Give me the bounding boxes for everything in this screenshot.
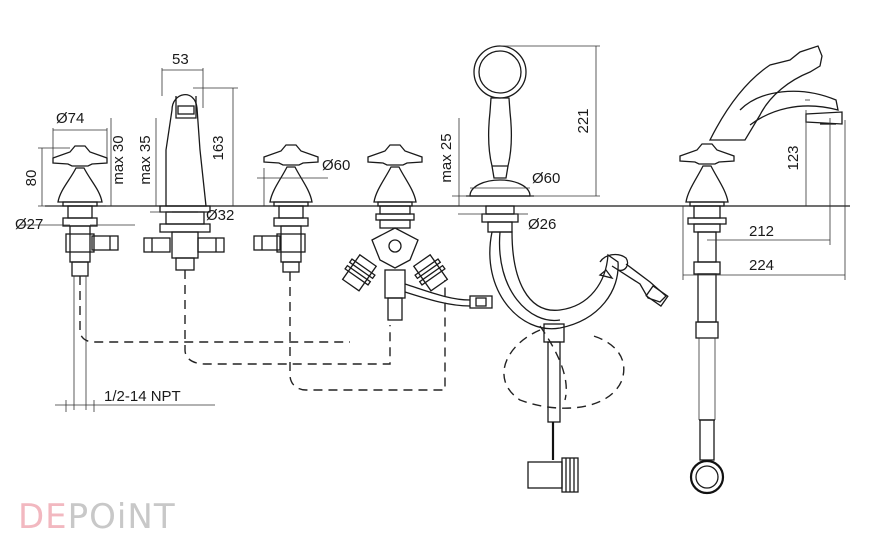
dim-80-label: 80 (23, 170, 40, 187)
dim-212-label: 212 (749, 223, 774, 240)
dim-d60-left-label: Ø60 (322, 157, 350, 174)
dim-d26-label: Ø26 (528, 216, 556, 233)
logo-part2: POiNT (68, 497, 176, 537)
depoint-logo: DEPOiNT (18, 497, 176, 537)
right-side-view-valve-with-spout (679, 45, 843, 495)
logo-part1: DE (18, 497, 68, 537)
hand-shower (466, 45, 669, 423)
supply-lines-dashed (79, 270, 625, 409)
dim-max25-label: max 25 (438, 133, 455, 182)
dim-123-label: 123 (785, 145, 802, 170)
dim-53-label: 53 (172, 51, 189, 68)
dim-max35-label: max 35 (137, 135, 154, 184)
dim-max30-label: max 30 (110, 135, 127, 184)
svg-text:DEPOiNT: DEPOiNT (18, 497, 176, 537)
diverter-valve (341, 144, 493, 321)
dim-221-label: 221 (575, 108, 592, 133)
dimension-lines (20, 45, 846, 412)
dim-d74-label: Ø74 (56, 110, 84, 127)
dim-d32-label: Ø32 (206, 207, 234, 224)
dim-npt-label: 1/2-14 NPT (104, 388, 181, 405)
center-left-cross-handle-valve (253, 144, 319, 273)
bath-spout (143, 94, 225, 271)
left-cross-handle-valve (52, 145, 119, 410)
dim-224-label: 224 (749, 257, 774, 274)
shower-hose-connector (527, 422, 579, 493)
dim-d27-label: Ø27 (15, 216, 43, 233)
dim-163-label: 163 (210, 135, 227, 160)
dim-d60-right-label: Ø60 (532, 170, 560, 187)
